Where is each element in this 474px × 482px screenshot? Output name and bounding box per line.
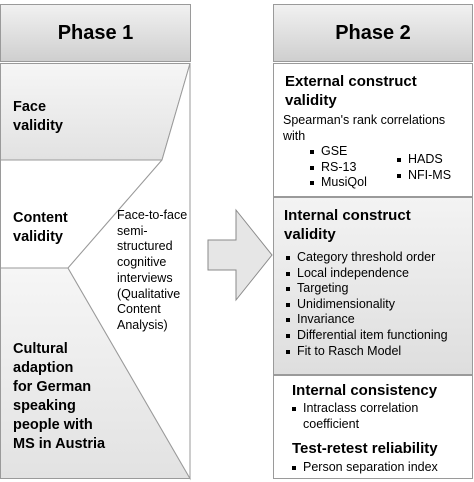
phase1-label-cultural: Cultural adaption for German speaking pe…	[13, 341, 106, 452]
phase1-label-content: Content validity	[13, 210, 68, 245]
list-item: NFI-MS	[395, 168, 451, 184]
phase2-external-box: External construct validity Spearman's r…	[273, 63, 473, 197]
phase1-method-area	[67, 63, 191, 481]
external-list-col1: GSE RS-13 MusiQol	[308, 144, 367, 191]
internal-list: Category threshold order Local independe…	[284, 250, 448, 359]
list-item: MusiQol	[308, 175, 367, 191]
list-item: GSE	[308, 144, 367, 160]
phase1-header: Phase 1	[0, 4, 191, 62]
consistency-list: Intraclass correlation coefficient	[290, 401, 418, 432]
phase1-method-text: Face-to-face semi- structured cognitive …	[117, 208, 188, 332]
list-item: Intraclass correlation coefficient	[290, 401, 418, 432]
list-item: Invariance	[284, 312, 448, 328]
list-item: HADS	[395, 152, 451, 168]
phase2-title: Phase 2	[335, 21, 411, 44]
internal-title: Internal construct validity	[284, 207, 411, 243]
phase1-label-face: Face validity	[13, 99, 63, 134]
list-item: Fit to Rasch Model	[284, 344, 448, 360]
list-item: Targeting	[284, 281, 448, 297]
list-item: Differential item functioning	[284, 328, 448, 344]
list-item: Person separation index	[290, 460, 438, 476]
phase2-reliability-box: Internal consistency Intraclass correlat…	[273, 375, 473, 479]
list-item: Category threshold order	[284, 250, 448, 266]
retest-title: Test-retest reliability	[292, 440, 438, 457]
retest-list: Person separation index	[290, 460, 438, 476]
list-item: Local independence	[284, 266, 448, 282]
phase1-title: Phase 1	[57, 21, 134, 44]
external-title: External construct validity	[285, 73, 417, 109]
external-list-col2: HADS NFI-MS	[395, 152, 451, 183]
consistency-title: Internal consistency	[292, 382, 438, 399]
phase-arrow	[207, 208, 273, 302]
phase2-header: Phase 2	[273, 4, 473, 62]
phase2-internal-box: Internal construct validity Category thr…	[273, 197, 473, 375]
list-item: Unidimensionality	[284, 297, 448, 313]
external-text: Spearman's rank correlations with	[283, 113, 446, 143]
list-item: RS-13	[308, 160, 367, 176]
